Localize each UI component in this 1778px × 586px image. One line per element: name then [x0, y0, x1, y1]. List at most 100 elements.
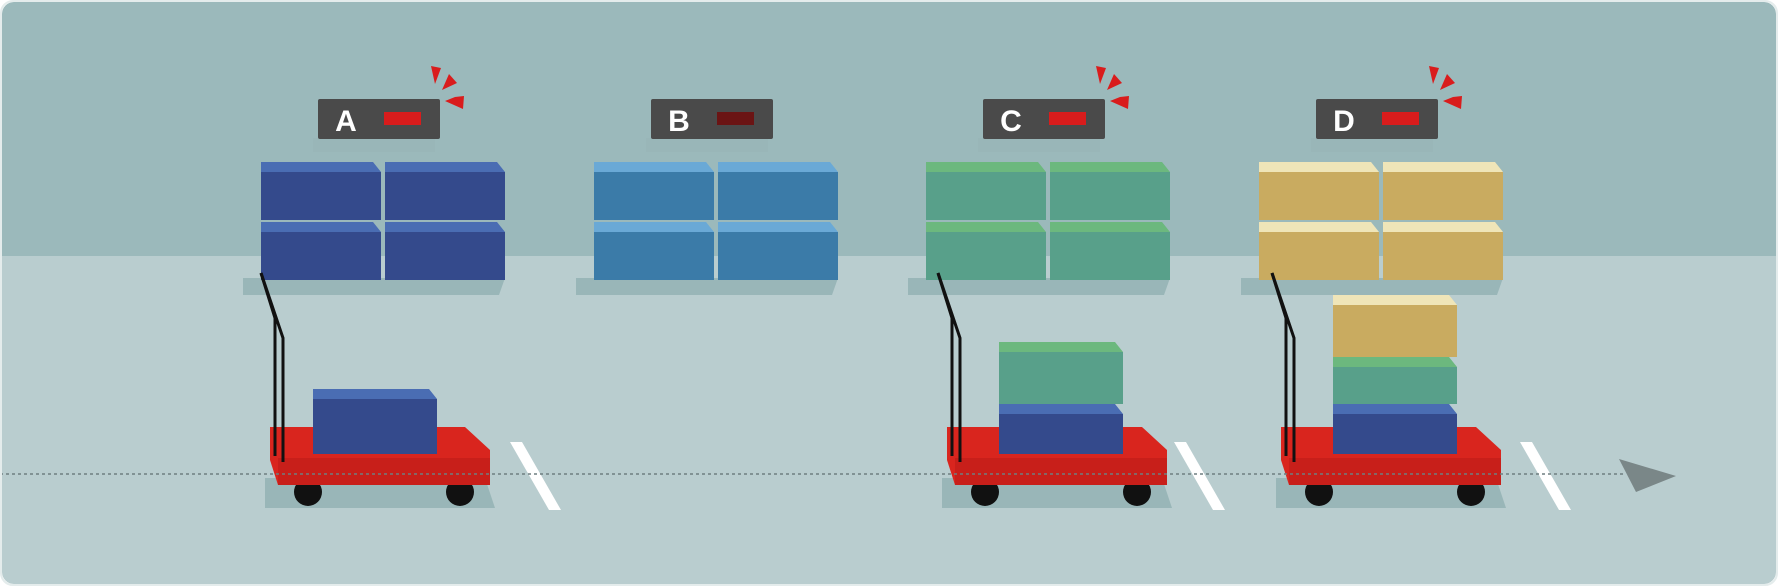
box-top — [1259, 162, 1379, 172]
location-indicator-b: B — [651, 99, 773, 139]
shelf-box — [1050, 222, 1170, 280]
box-front — [1050, 232, 1170, 280]
box-front — [1050, 172, 1170, 220]
shelf-box — [1259, 162, 1379, 220]
box-top — [1383, 222, 1503, 232]
cart-handle — [259, 272, 285, 462]
cart-shadow — [1276, 478, 1506, 508]
cart-handle — [1270, 272, 1296, 462]
lamp-lit-icon — [1382, 112, 1419, 125]
indicator-label: D — [1333, 105, 1355, 138]
box-front — [385, 172, 505, 220]
shelf-boxes — [261, 162, 505, 280]
shelf-box — [926, 222, 1046, 280]
shelf-shadow — [243, 278, 505, 295]
flash-ray — [1443, 96, 1462, 109]
cart-box — [1333, 404, 1457, 454]
cart-box — [313, 389, 437, 454]
indicator-label: B — [668, 105, 690, 138]
box-front — [313, 399, 437, 454]
flash-ray — [442, 74, 457, 90]
box-top — [385, 162, 505, 172]
flash-ray — [1096, 66, 1106, 84]
indicator-label: A — [335, 105, 357, 138]
box-top — [1333, 295, 1457, 305]
indicator-panel — [1316, 99, 1438, 139]
shelf-box — [1383, 222, 1503, 280]
box-top — [718, 162, 838, 172]
shelf-boxes — [926, 162, 1170, 280]
shelf-shadow — [576, 278, 838, 295]
box-top — [261, 222, 381, 232]
box-front — [385, 232, 505, 280]
shelf-shadow — [908, 278, 1170, 295]
flash-icon — [431, 66, 464, 109]
shelf-boxes — [594, 162, 838, 280]
cart-handle — [936, 272, 962, 462]
box-front — [718, 172, 838, 220]
station-d: D — [1241, 66, 1571, 510]
shelf-box — [1383, 162, 1503, 220]
box-front — [261, 232, 381, 280]
shelf-box — [926, 162, 1046, 220]
shelf-box — [1259, 222, 1379, 280]
location-indicator-c: C — [983, 66, 1129, 139]
cart-box — [1333, 295, 1457, 357]
cart-box — [999, 404, 1123, 454]
box-top — [385, 222, 505, 232]
floor-stop-marker — [1520, 442, 1571, 510]
shelf-boxes — [1259, 162, 1503, 280]
box-top — [926, 222, 1046, 232]
shelf-box — [594, 222, 714, 280]
box-front — [1333, 305, 1457, 357]
cart-shadow — [265, 478, 495, 508]
lamp-off-icon — [717, 112, 754, 125]
box-top — [594, 222, 714, 232]
box-top — [261, 162, 381, 172]
station-c: C — [908, 66, 1225, 510]
indicator-panel — [651, 99, 773, 139]
box-front — [261, 172, 381, 220]
shelf-box — [1050, 162, 1170, 220]
box-front — [1259, 232, 1379, 280]
box-top — [1050, 162, 1170, 172]
shelf-box — [385, 162, 505, 220]
flash-ray — [445, 96, 464, 109]
flash-ray — [1440, 74, 1455, 90]
floor — [2, 256, 1776, 584]
box-front — [1333, 367, 1457, 404]
box-front — [718, 232, 838, 280]
cart-shadow — [942, 478, 1172, 508]
indicator-panel — [318, 99, 440, 139]
box-top — [1050, 222, 1170, 232]
cart — [259, 272, 495, 508]
cart — [936, 272, 1172, 508]
box-front — [999, 414, 1123, 454]
shelf-box — [594, 162, 714, 220]
location-indicator-d: D — [1316, 66, 1462, 139]
panel-shadow — [978, 138, 1100, 152]
box-front — [594, 232, 714, 280]
box-top — [718, 222, 838, 232]
flash-icon — [1429, 66, 1462, 109]
box-front — [926, 232, 1046, 280]
box-top — [1383, 162, 1503, 172]
box-top — [594, 162, 714, 172]
flash-icon — [1096, 66, 1129, 109]
box-top — [926, 162, 1046, 172]
box-front — [1383, 232, 1503, 280]
lamp-lit-icon — [1049, 112, 1086, 125]
shelf-box — [261, 222, 381, 280]
location-indicator-a: A — [318, 66, 464, 139]
station-a: A — [243, 66, 561, 510]
flash-ray — [1429, 66, 1439, 84]
flash-ray — [431, 66, 441, 84]
box-front — [926, 172, 1046, 220]
cart-edge — [955, 458, 1167, 485]
cart-edge — [278, 458, 490, 485]
cart — [1270, 272, 1506, 508]
panel-shadow — [313, 138, 435, 152]
flow-arrow-icon — [1619, 459, 1676, 492]
shelf-box — [718, 162, 838, 220]
cart-box — [999, 342, 1123, 404]
